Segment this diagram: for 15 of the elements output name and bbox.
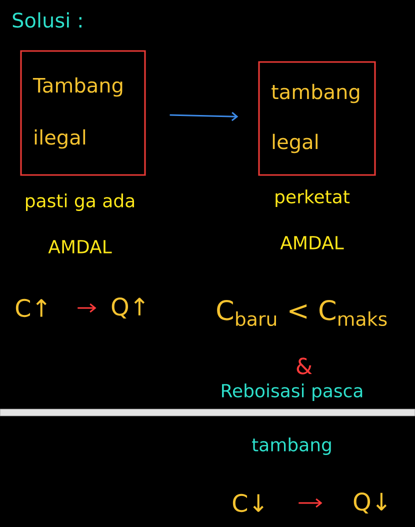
note-text: Reboisasi pasca tambang <box>222 384 362 455</box>
formula-text: C$_{baru}$ < C$_{maks}$ <box>217 300 387 326</box>
and-sign: & <box>296 358 312 374</box>
process-box: tambang legal <box>258 61 376 176</box>
formula-text: Q↑ <box>112 298 145 318</box>
formula-text: C↓ <box>232 494 264 512</box>
arrow <box>298 498 322 508</box>
heading-text: Solusi : <box>12 12 82 28</box>
arrow <box>170 112 238 122</box>
formula-text: Q↓ <box>354 492 387 514</box>
process-box: Tambang ilegal <box>20 50 146 176</box>
arrow <box>78 303 96 313</box>
caption-text: perketat AMDAL <box>276 190 350 250</box>
formula-text: C↑ <box>16 298 46 318</box>
caption-text: pasti ga ada AMDAL <box>26 194 134 254</box>
